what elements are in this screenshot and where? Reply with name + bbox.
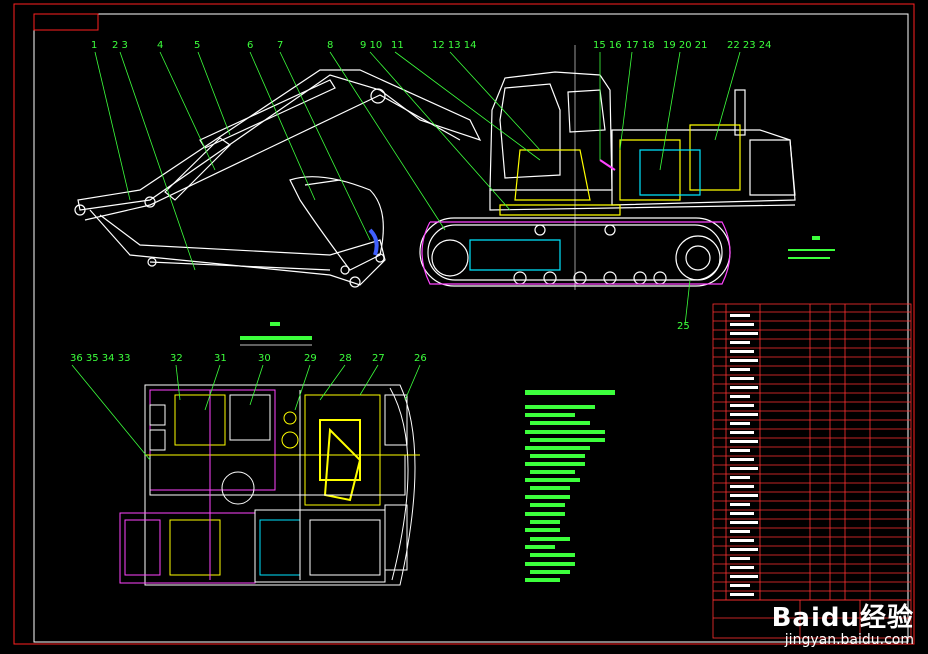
table-cell-text: [730, 539, 754, 542]
table-cell-text: [730, 521, 758, 524]
boom: [77, 69, 482, 211]
table-cell-text: [730, 314, 750, 317]
callout-28: 28: [339, 353, 352, 364]
callout-6: 6: [247, 40, 254, 51]
table-cell-text: [730, 377, 754, 380]
table-cell-text: [730, 530, 750, 533]
callout-9-10: 9 10: [360, 40, 383, 51]
table-cell-text: [730, 440, 758, 443]
table-cell-text: [730, 476, 750, 479]
table-cell-text: [730, 593, 754, 596]
table-cell-text: [730, 503, 750, 506]
table-cell-text: [730, 584, 750, 587]
boom-cylinder: [164, 137, 231, 201]
leader-lines-bottom: [71, 364, 421, 461]
callout-12-13-14: 12 13 14: [432, 40, 477, 51]
table-cell-text: [730, 458, 754, 461]
table-cell-text: [730, 566, 754, 569]
callout-22-23-24: 22 23 24: [727, 40, 772, 51]
table-cell-text: [730, 467, 758, 470]
excavator-plan-view: [119, 384, 420, 586]
callout-26: 26: [414, 353, 427, 364]
callout-27: 27: [372, 353, 385, 364]
requirements-notes: [525, 390, 615, 582]
plan-heading: [240, 322, 312, 346]
bucket-cylinder: [304, 179, 341, 186]
table-cell-text: [730, 386, 758, 389]
table-cell-text: [730, 431, 754, 434]
table-cell-text: [730, 512, 754, 515]
inner-frame: [33, 13, 909, 643]
excavator-side-view: [74, 69, 796, 288]
table-cell-text: [730, 548, 758, 551]
callout-15-16: 15 16: [593, 40, 622, 51]
table-cell-text: [730, 350, 754, 353]
callout-4: 4: [157, 40, 164, 51]
baidu-watermark: Baidu经验 jingyan.baidu.com: [772, 597, 914, 648]
table-cell-text: [730, 449, 750, 452]
callout-2-3: 2 3: [112, 40, 128, 51]
callout-17-18: 17 18: [626, 40, 655, 51]
callout-8: 8: [327, 40, 334, 51]
table-cell-text: [730, 359, 758, 362]
arm: [89, 209, 386, 286]
table-cell-text: [730, 395, 750, 398]
side-view-details: [368, 45, 741, 290]
watermark-brand: Baidu经验: [771, 603, 914, 633]
table-cell-text: [730, 575, 758, 578]
table-cell-text: [730, 323, 754, 326]
table-cell-text: [730, 332, 758, 335]
table-cell-text: [730, 341, 750, 344]
callout-36-35-34-33: 36 35 34 33: [70, 353, 131, 364]
callout-7: 7: [277, 40, 284, 51]
callout-11: 11: [391, 40, 404, 51]
table-cell-text: [730, 557, 750, 560]
parts-list-table: [712, 303, 912, 639]
callout-25: 25: [677, 321, 690, 332]
table-cell-text: [730, 368, 750, 371]
callout-30: 30: [258, 353, 271, 364]
table-cell-text: [730, 404, 754, 407]
callout-31: 31: [214, 353, 227, 364]
bucket: [289, 176, 384, 271]
callout-1: 1: [91, 40, 98, 51]
watermark-url: jingyan.baidu.com: [784, 632, 914, 648]
title-stamp: [33, 13, 99, 31]
table-cell-text: [730, 413, 758, 416]
callout-32: 32: [170, 353, 183, 364]
side-notes: [788, 236, 835, 259]
callout-29: 29: [304, 353, 317, 364]
table-cell-text: [730, 422, 750, 425]
drawing-frame: [13, 3, 915, 645]
leader-lines-top: [94, 51, 741, 326]
callout-19-20-21: 19 20 21: [663, 40, 708, 51]
table-cell-text: [730, 494, 758, 497]
table-cell-text: [730, 485, 754, 488]
callout-5: 5: [194, 40, 201, 51]
